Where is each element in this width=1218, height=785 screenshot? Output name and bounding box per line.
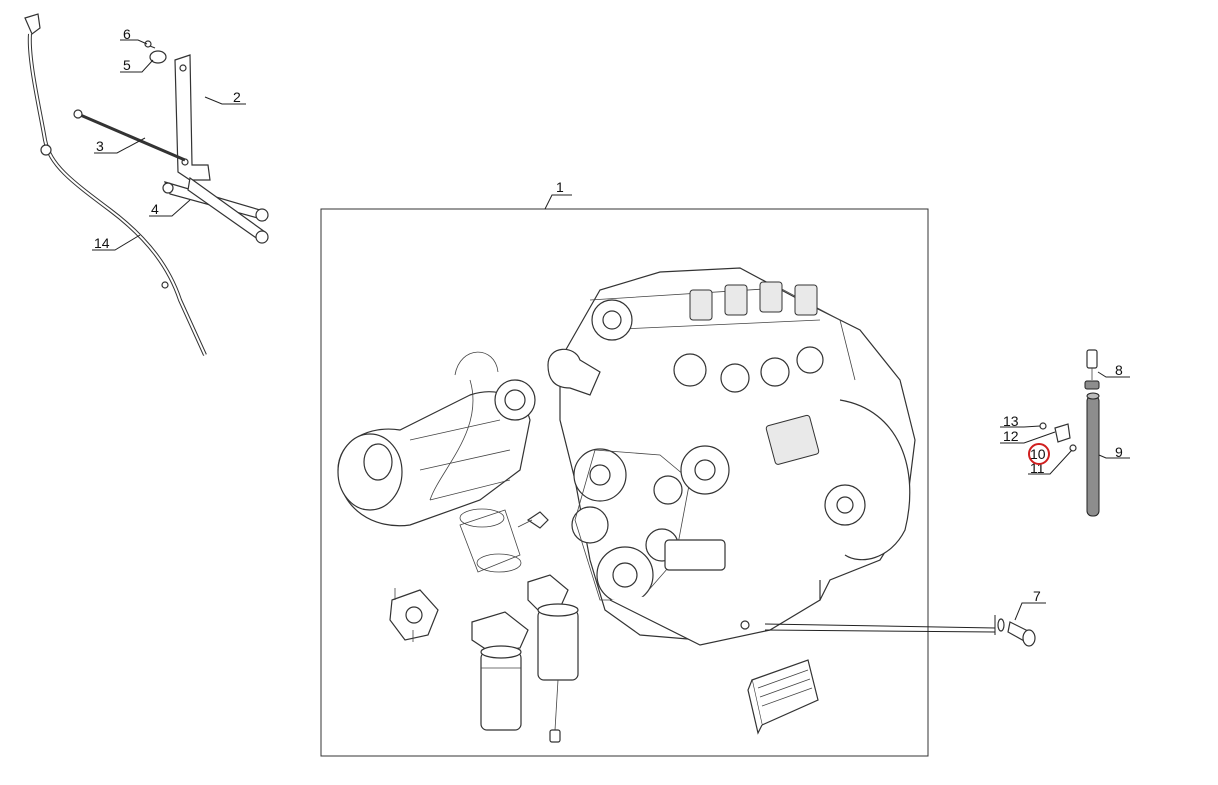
oil-filter-drawing xyxy=(471,611,529,731)
callout-numbers: 1 2 3 4 5 6 7 8 9 10 11 12 13 14 xyxy=(94,26,1123,604)
small-bracket-parts-drawing xyxy=(1039,422,1077,452)
sensor-drawing xyxy=(517,511,549,529)
engine-assembly-frame xyxy=(320,208,929,757)
fuel-filter-drawing xyxy=(527,574,579,743)
clamp-drawing xyxy=(144,40,167,64)
breather-fitting-drawing xyxy=(1084,349,1100,390)
bolt-long-drawing xyxy=(73,109,186,162)
ecu-module-drawing xyxy=(747,659,819,735)
filter-element-drawing xyxy=(459,508,522,573)
callout-2[interactable]: 2 xyxy=(233,89,241,105)
breather-pipe-drawing xyxy=(1086,392,1100,517)
callout-1[interactable]: 1 xyxy=(556,179,564,195)
callout-7[interactable]: 7 xyxy=(1033,588,1041,604)
callout-12[interactable]: 12 xyxy=(1003,428,1019,444)
callout-10-highlight-ring xyxy=(1028,443,1050,465)
callout-14[interactable]: 14 xyxy=(94,235,110,251)
aftertreatment-unit-drawing xyxy=(337,351,536,527)
callout-3[interactable]: 3 xyxy=(96,138,104,154)
dipstick-drawing xyxy=(24,13,207,356)
callout-13[interactable]: 13 xyxy=(1003,413,1019,429)
fuel-pump-drawing xyxy=(389,588,439,642)
callout-4[interactable]: 4 xyxy=(151,201,159,217)
callout-5[interactable]: 5 xyxy=(123,57,131,73)
callout-9[interactable]: 9 xyxy=(1115,444,1123,460)
bracket-drawing xyxy=(174,54,211,181)
callout-10[interactable]: 10 xyxy=(1030,446,1046,462)
callout-8[interactable]: 8 xyxy=(1115,362,1123,378)
engine-block-drawing xyxy=(547,267,916,646)
tube-support-drawing xyxy=(162,176,269,244)
callout-6[interactable]: 6 xyxy=(123,26,131,42)
leader-lines xyxy=(92,39,1130,633)
